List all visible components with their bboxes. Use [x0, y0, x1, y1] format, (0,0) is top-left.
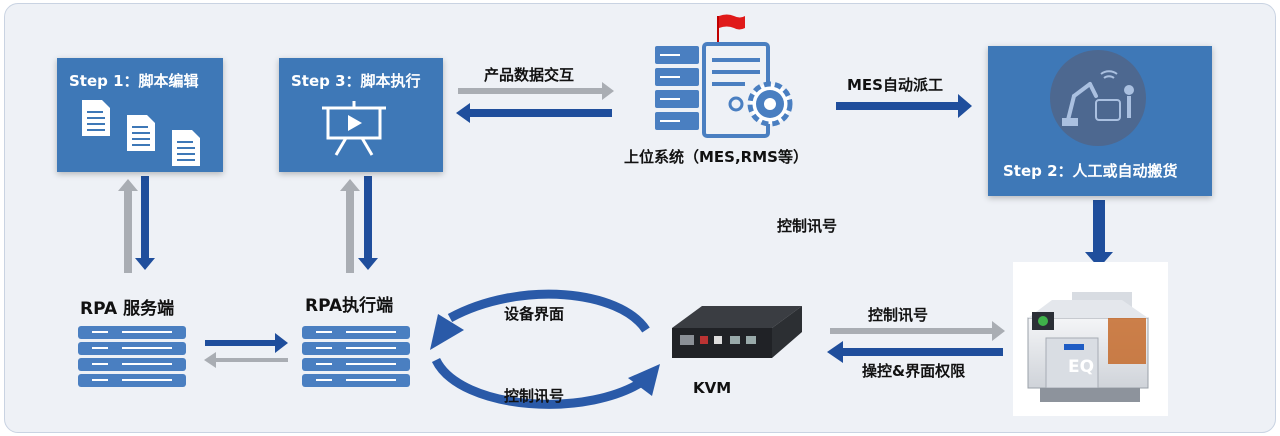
step1-title: Step 1：脚本编辑 — [69, 72, 199, 90]
step3-vertical-arrows — [340, 176, 378, 273]
mes-dispatch-label: MES自动派工 — [847, 76, 943, 94]
server-icon — [78, 326, 186, 387]
step1-vertical-arrows — [118, 176, 155, 273]
kvm-eq-arrows — [827, 321, 1005, 363]
server-icon — [302, 326, 410, 387]
step1-box: Step 1：脚本编辑 — [57, 58, 223, 172]
equipment-icon — [1013, 262, 1168, 416]
loop-arrowheads — [430, 314, 660, 396]
device-ui-label: 设备界面 — [504, 305, 565, 323]
kvm-switch-icon — [672, 306, 802, 358]
upper-system-label: 上位系统（MES,RMS等） — [624, 148, 808, 166]
kvm-label: KVM — [693, 379, 732, 397]
operate-ui-label: 操控&界面权限 — [862, 362, 966, 380]
eq-label: EQ — [1068, 357, 1095, 377]
rpa-horizontal-arrows — [204, 333, 288, 368]
step3-box: Step 3：脚本执行 — [279, 58, 443, 172]
loop-arrows — [431, 289, 651, 409]
step2-box: Step 2：人工或自动搬货 — [988, 46, 1212, 196]
gear-icon — [728, 81, 793, 127]
server-rack-icon — [655, 42, 770, 138]
step3-title: Step 3：脚本执行 — [291, 72, 421, 90]
control-signal-loop-label: 控制讯号 — [504, 387, 565, 405]
control-signal-mid-label: 控制讯号 — [777, 217, 838, 235]
product-data-arrows — [456, 82, 614, 123]
control-signal-right-label: 控制讯号 — [868, 306, 929, 324]
step2-title: Step 2：人工或自动搬货 — [1003, 162, 1178, 180]
step2-down-arrow — [1085, 200, 1113, 268]
product-data-label: 产品数据交互 — [484, 66, 575, 84]
rpa-server-label: RPA 服务端 — [80, 299, 175, 319]
mes-dispatch-arrow — [836, 94, 972, 118]
flag-icon — [717, 14, 745, 44]
rpa-executor-label: RPA执行端 — [305, 296, 394, 316]
